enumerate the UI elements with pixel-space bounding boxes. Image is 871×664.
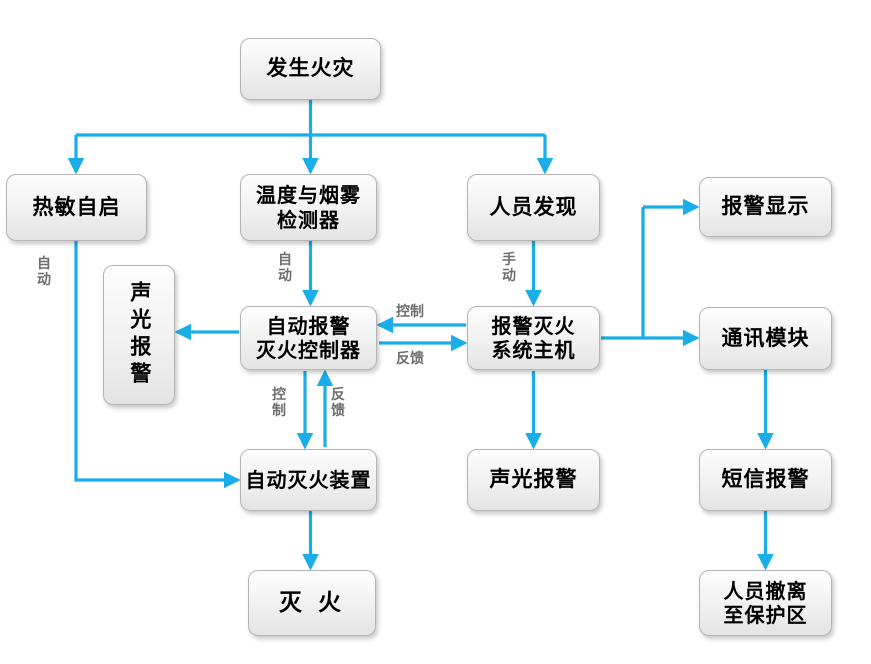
node-thermal-auto-start-label: 热敏自启 bbox=[32, 194, 121, 219]
node-person-discovery[interactable]: 人员发现 bbox=[467, 174, 600, 241]
node-evacuate-to-safe-zone[interactable]: 人员撤离 至保护区 bbox=[699, 570, 832, 636]
node-auto-suppression-device[interactable]: 自动灭火装置 bbox=[240, 449, 377, 511]
node-audible-visual-alarm-mid[interactable]: 声光报警 bbox=[467, 449, 600, 511]
edge-label-feedback-horizontal: 反馈 bbox=[396, 351, 424, 367]
node-temp-smoke-detector[interactable]: 温度与烟雾 检测器 bbox=[240, 174, 377, 241]
node-sms-alarm-label: 短信报警 bbox=[721, 467, 810, 492]
edge-label-auto-detector: 自 动 bbox=[278, 252, 292, 285]
node-auto-alarm-controller-label: 自动报警 灭火控制器 bbox=[256, 313, 361, 362]
node-audible-visual-alarm-mid-label: 声光报警 bbox=[489, 467, 578, 492]
node-audible-visual-alarm-left[interactable]: 声光报警 bbox=[103, 265, 175, 405]
node-evacuate-to-safe-zone-label: 人员撤离 至保护区 bbox=[723, 578, 808, 627]
edge-label-manual-person: 手 动 bbox=[502, 252, 516, 285]
node-system-host-label: 报警灭火 系统主机 bbox=[491, 313, 576, 362]
edge-label-control-vertical: 控 制 bbox=[272, 387, 286, 420]
node-auto-suppression-device-label: 自动灭火装置 bbox=[245, 467, 372, 492]
node-alarm-display[interactable]: 报警显示 bbox=[699, 177, 832, 237]
node-thermal-auto-start[interactable]: 热敏自启 bbox=[6, 174, 147, 241]
edge-thermal-to-suppressor bbox=[74, 241, 241, 489]
node-comm-module-label: 通讯模块 bbox=[721, 325, 810, 350]
node-extinguish[interactable]: 灭 火 bbox=[248, 570, 376, 636]
node-audible-visual-alarm-left-label: 声光报警 bbox=[127, 281, 152, 389]
node-fire[interactable]: 发生火灾 bbox=[240, 38, 381, 100]
node-system-host[interactable]: 报警灭火 系统主机 bbox=[467, 306, 600, 370]
node-temp-smoke-detector-label: 温度与烟雾 检测器 bbox=[256, 183, 361, 232]
node-extinguish-label: 灭 火 bbox=[278, 589, 345, 616]
edge-label-control-horizontal: 控制 bbox=[396, 304, 424, 320]
edge-label-auto-thermal: 自 动 bbox=[37, 256, 51, 289]
node-auto-alarm-controller[interactable]: 自动报警 灭火控制器 bbox=[240, 306, 377, 370]
node-alarm-display-label: 报警显示 bbox=[721, 194, 810, 219]
node-person-discovery-label: 人员发现 bbox=[489, 194, 578, 219]
node-fire-label: 发生火灾 bbox=[266, 56, 355, 81]
edge-label-feedback-vertical: 反 馈 bbox=[331, 387, 345, 420]
node-comm-module[interactable]: 通讯模块 bbox=[699, 307, 832, 370]
node-sms-alarm[interactable]: 短信报警 bbox=[699, 449, 832, 511]
